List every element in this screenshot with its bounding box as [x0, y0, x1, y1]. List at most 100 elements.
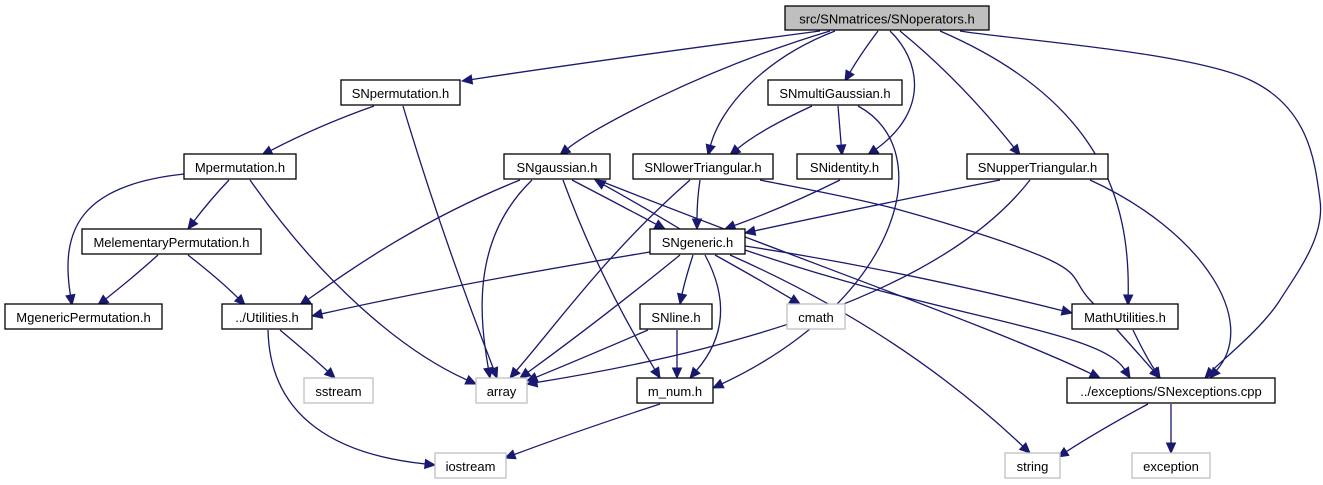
- edge-line: [535, 329, 649, 378]
- edge-line: [849, 30, 879, 73]
- node-label: MelementaryPermutation.h: [93, 235, 249, 250]
- arrowhead-icon: [519, 367, 532, 379]
- edge-SNmultiGaussian-to-m_num: [711, 105, 900, 389]
- node-label: SNgaussian.h: [517, 160, 598, 175]
- edge-SNmultiGaussian-to-SNidentity: [835, 105, 847, 157]
- node-SNpermutation[interactable]: SNpermutation.h: [340, 79, 461, 106]
- node-box: [503, 153, 611, 180]
- arrowhead-icon: [1119, 366, 1131, 380]
- edge-line: [959, 30, 1322, 372]
- node-label: SNupperTriangular.h: [978, 160, 1097, 175]
- node-root[interactable]: src/SNmatrices/SNoperators.h: [784, 5, 990, 31]
- arrowhead-icon: [689, 366, 701, 379]
- node-label: array: [487, 384, 517, 399]
- edge-line: [709, 30, 836, 146]
- node-label: ../Utilities.h: [235, 310, 299, 325]
- edge-line: [759, 179, 1154, 371]
- arrowhead-icon: [705, 143, 716, 157]
- node-SNlowerTriangular[interactable]: SNlowerTriangular.h: [632, 153, 774, 180]
- node-SNidentity[interactable]: SNidentity.h: [796, 153, 893, 180]
- arrowhead-icon: [1056, 446, 1070, 458]
- edge-line: [603, 184, 681, 230]
- node-label: Mpermutation.h: [195, 160, 285, 175]
- edge-MelementaryPermutation-to-Utilities: [187, 254, 246, 306]
- node-Mpermutation[interactable]: Mpermutation.h: [183, 153, 297, 180]
- node-SNgaussian[interactable]: SNgaussian.h: [503, 153, 611, 180]
- node-box: [303, 377, 374, 404]
- node-SNmultiGaussian[interactable]: SNmultiGaussian.h: [767, 79, 903, 106]
- edge-SNlowerTriangular-to-SNgeneric: [691, 179, 703, 231]
- edge-line: [939, 30, 1129, 296]
- arrowhead-icon: [483, 366, 494, 380]
- edge-line: [1132, 329, 1156, 370]
- arrowhead-icon: [187, 217, 199, 230]
- edge-line: [481, 179, 533, 369]
- edge-line: [567, 30, 831, 150]
- node-box: [340, 79, 461, 106]
- edge-MathUtilities-to-SNexceptions: [1132, 329, 1161, 380]
- node-label: SNgeneric.h: [662, 235, 734, 250]
- edge-line: [279, 329, 329, 372]
- edge-line: [1066, 403, 1149, 453]
- arrowhead-icon: [593, 179, 607, 190]
- arrowhead-icon: [464, 374, 478, 385]
- edge-root-to-SNupperTriangular: [899, 30, 1021, 156]
- node-label: cmath: [798, 310, 833, 325]
- node-sstream: sstream: [303, 377, 374, 404]
- arrowhead-icon: [1009, 143, 1021, 156]
- node-label: iostream: [446, 459, 496, 474]
- node-SNgeneric[interactable]: SNgeneric.h: [649, 228, 746, 255]
- node-m_num[interactable]: m_num.h: [636, 377, 714, 404]
- edge-line: [527, 254, 681, 373]
- edge-Mpermutation-to-MgenericPermutation: [65, 173, 185, 307]
- arrowhead-icon: [503, 449, 517, 460]
- arrowhead-icon: [1209, 366, 1221, 379]
- edge-line: [514, 403, 661, 456]
- edge-root-to-MathUtilities: [939, 30, 1134, 307]
- node-label: MathUtilities.h: [1084, 310, 1166, 325]
- node-SNline[interactable]: SNline.h: [639, 303, 713, 330]
- node-MathUtilities[interactable]: MathUtilities.h: [1071, 303, 1179, 330]
- edge-line: [737, 105, 813, 150]
- edge-line: [516, 179, 691, 371]
- node-box: [1066, 377, 1276, 404]
- arrowhead-icon: [650, 366, 661, 380]
- edge-SNidentity-to-SNgeneric: [723, 179, 841, 231]
- node-box: [1071, 303, 1179, 330]
- node-label: SNmultiGaussian.h: [779, 86, 890, 101]
- edge-m_num-to-iostream: [503, 403, 661, 460]
- nodes-layer: src/SNmatrices/SNoperators.hSNpermutatio…: [4, 5, 1276, 479]
- arrowhead-icon: [743, 225, 757, 236]
- node-label: string: [1017, 459, 1049, 474]
- node-MelementaryPermutation[interactable]: MelementaryPermutation.h: [81, 228, 262, 255]
- edge-line: [105, 254, 159, 300]
- node-SNexceptions[interactable]: ../exceptions/SNexceptions.cpp: [1066, 377, 1276, 404]
- edge-Utilities-to-iostream: [267, 329, 437, 470]
- edge-line: [754, 179, 1001, 232]
- arrowhead-icon: [1088, 368, 1102, 379]
- edge-line: [307, 179, 521, 300]
- node-Utilities[interactable]: ../Utilities.h: [221, 303, 313, 330]
- edge-line: [321, 251, 651, 315]
- edge-SNupperTriangular-to-SNexceptions: [1089, 179, 1232, 379]
- arrowhead-icon: [1122, 294, 1134, 307]
- edge-Utilities-to-sstream: [279, 329, 336, 379]
- node-box: [649, 228, 746, 255]
- edge-line: [721, 105, 900, 385]
- edge-line: [187, 254, 239, 299]
- node-label: src/SNmatrices/SNoperators.h: [799, 12, 975, 27]
- node-box: [475, 377, 528, 404]
- node-string: string: [1004, 452, 1061, 479]
- edge-SNgeneric-to-cmath: [714, 254, 802, 305]
- edge-line: [729, 254, 1024, 447]
- edge-line: [696, 254, 722, 371]
- node-box: [1131, 452, 1211, 479]
- edge-SNlowerTriangular-to-array: [509, 179, 691, 379]
- edge-SNgaussian-to-Utilities: [299, 179, 521, 306]
- edge-line: [249, 179, 468, 381]
- node-SNupperTriangular[interactable]: SNupperTriangular.h: [966, 153, 1109, 180]
- edge-SNexceptions-to-string: [1056, 403, 1149, 458]
- node-MgenericPermutation[interactable]: MgenericPermutation.h: [4, 303, 163, 330]
- edge-line: [734, 179, 841, 227]
- arrowhead-icon: [460, 74, 474, 85]
